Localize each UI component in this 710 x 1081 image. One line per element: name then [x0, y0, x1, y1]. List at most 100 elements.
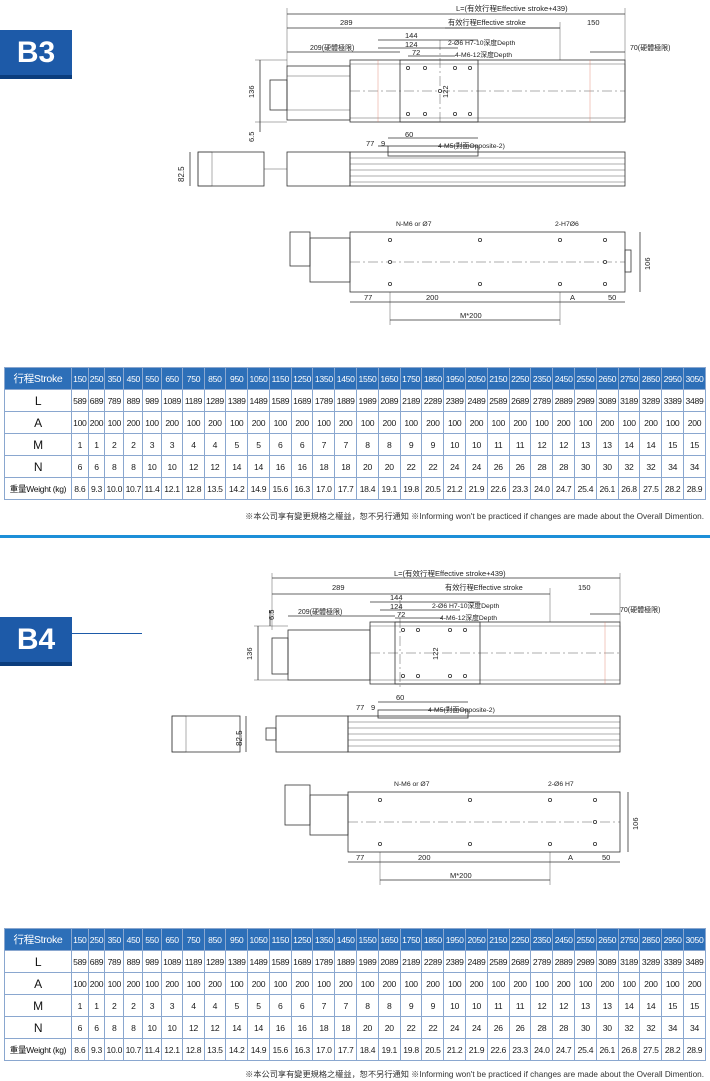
table-cell: 1789 [312, 950, 336, 973]
dim-50: 50 [602, 853, 610, 862]
table-cell: 3289 [639, 950, 663, 973]
dim-77-bottom: 77 [364, 293, 372, 302]
table-cell: 24 [465, 455, 488, 478]
table-cell: 13 [574, 994, 597, 1017]
table-cell: 10.0 [104, 1038, 125, 1061]
table-header-cell: 2450 [552, 367, 576, 390]
motor-block-bottom [309, 237, 351, 283]
table-cell: 16 [268, 1016, 292, 1039]
table-header-cell: 2550 [574, 367, 597, 390]
table-header-cell: 750 [182, 367, 205, 390]
table-cell: 12 [203, 1016, 227, 1039]
table-header-cell: 450 [123, 928, 144, 951]
dim-9: 9 [371, 703, 375, 712]
table-cell: 589 [71, 950, 89, 973]
table-cell: 25.4 [574, 477, 597, 500]
table-header-cell: 2750 [617, 928, 641, 951]
table-header-cell: 2550 [574, 928, 597, 951]
technical-drawing: L=(有效行程Effective stroke+439) 有效行程Effecti… [177, 3, 670, 325]
table-header-cell: 1650 [377, 928, 401, 951]
dim-209: 209(硬體極限) [310, 43, 354, 52]
table-cell: 30 [574, 455, 597, 478]
table-cell: 3489 [683, 389, 706, 412]
table-cell: 16 [268, 455, 292, 478]
table-cell: 10 [465, 433, 488, 456]
dim-m200: M*200 [450, 871, 472, 880]
dim-72: 72 [397, 610, 405, 619]
table-cell: 100 [443, 972, 467, 995]
table-cell: 21.2 [443, 477, 467, 500]
table-cell: 24.7 [552, 1038, 576, 1061]
table-cell: 200 [290, 411, 314, 434]
table-cell: 27.5 [639, 1038, 663, 1061]
table-cell: 10.7 [123, 477, 144, 500]
table-cell: 2789 [530, 950, 554, 973]
table-cell: 19.1 [377, 477, 401, 500]
table-cell: 17.7 [334, 1038, 358, 1061]
table-header-cell: 2650 [595, 928, 619, 951]
table-cell: 2889 [552, 950, 576, 973]
table-header-cell: 950 [225, 928, 249, 951]
table-cell: 22.6 [486, 1038, 510, 1061]
table-header-cell: 150 [71, 928, 89, 951]
dim-144: 144 [405, 31, 418, 40]
table-header-cell: 1850 [421, 367, 445, 390]
motor-block-top [286, 65, 351, 121]
table-cell: 10 [160, 1016, 184, 1039]
table-cell: 2 [123, 994, 144, 1017]
table-header-cell: 1450 [334, 367, 358, 390]
table-cell: 100 [530, 411, 554, 434]
table-header-label: 行程Stroke [4, 928, 72, 951]
table-cell: 32 [639, 455, 663, 478]
table-cell: 2489 [465, 389, 488, 412]
hole-spec-5: 2-Ø6 H7 [548, 781, 574, 788]
table-cell: 34 [683, 1016, 706, 1039]
dim-82-5: 82.5 [177, 166, 186, 182]
table-cell: 200 [421, 411, 445, 434]
table-header-cell: 2350 [530, 367, 554, 390]
table-cell: 28 [530, 455, 554, 478]
table-cell: 20 [356, 1016, 379, 1039]
table-cell: 200 [639, 972, 663, 995]
table-row-label: 重量Weight (kg) [4, 477, 72, 500]
table-cell: 1289 [203, 950, 227, 973]
table-cell: 24 [465, 1016, 488, 1039]
table-header-cell: 2150 [486, 928, 510, 951]
table-cell: 32 [617, 1016, 641, 1039]
table-cell: 11 [508, 994, 532, 1017]
table-cell: 14 [617, 433, 641, 456]
table-cell: 2989 [574, 389, 597, 412]
table-cell: 2689 [508, 389, 532, 412]
table-cell: 1389 [225, 389, 249, 412]
table-cell: 200 [595, 972, 619, 995]
table-cell: 1989 [356, 950, 379, 973]
table-cell: 7 [334, 433, 358, 456]
table-cell: 3 [142, 994, 162, 1017]
table-cell: 30 [574, 1016, 597, 1039]
table-cell: 13 [595, 433, 619, 456]
table-cell: 200 [334, 411, 358, 434]
table-cell: 18 [334, 455, 358, 478]
table-cell: 9 [421, 994, 445, 1017]
table-cell: 12 [530, 433, 554, 456]
table-cell: 1889 [334, 389, 358, 412]
table-header-cell: 2050 [465, 928, 488, 951]
table-header-cell: 350 [104, 367, 125, 390]
dim-209: 209(硬體極限) [298, 607, 342, 616]
table-cell: 18.4 [356, 1038, 379, 1061]
table-cell: 20 [377, 455, 401, 478]
table-cell: 4 [182, 433, 205, 456]
table-header-cell: 2850 [639, 928, 663, 951]
table-cell: 200 [377, 411, 401, 434]
table-cell: 3389 [661, 389, 685, 412]
table-header-cell: 1750 [399, 928, 423, 951]
dim-effective-stroke: 有效行程Effective stroke [448, 18, 526, 27]
table-cell: 100 [142, 972, 162, 995]
table-cell: 8 [377, 433, 401, 456]
section-b4: B4 [0, 560, 710, 1081]
table-header-cell: 850 [203, 928, 227, 951]
